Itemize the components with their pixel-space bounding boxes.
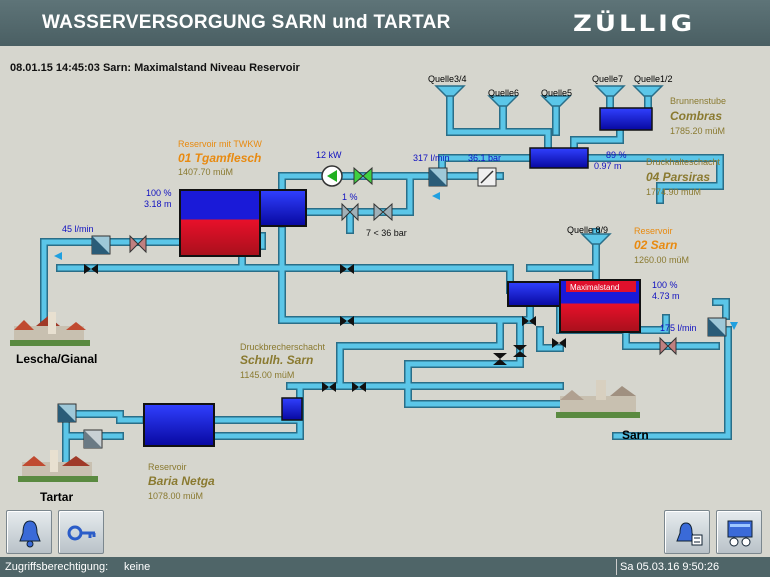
config-icon — [727, 520, 753, 547]
source-funnels — [434, 85, 664, 245]
sarn-flow: 175 l/min — [660, 323, 697, 333]
sarn-name: 02 Sarn — [634, 238, 677, 252]
village-lescha-label: Lescha/Gianal — [16, 352, 97, 366]
schulh-type: Druckbrecherschacht — [240, 342, 326, 352]
lescha-flow-direction-icon — [54, 252, 62, 260]
village-tartar-icon — [18, 450, 98, 482]
valve-opening: 1 % — [342, 192, 358, 202]
village-sarn-label: Sarn — [622, 428, 649, 442]
alarm-list-button[interactable] — [664, 510, 710, 554]
combras-tank[interactable] — [599, 107, 653, 131]
turbine-power: 12 kW — [316, 150, 342, 160]
clock: Sa 05.03.16 9:50:26 — [616, 559, 719, 575]
tgamflesch-level-pct: 100 % — [146, 188, 172, 198]
combras-type: Brunnenstube — [670, 96, 726, 106]
status-bar: Zugriffsberechtigung: keine Sa 05.03.16 … — [0, 557, 770, 577]
tgamflesch-type: Reservoir mit TWKW — [178, 139, 262, 149]
config-button[interactable] — [716, 510, 762, 554]
sarn-alarm-badge — [566, 281, 636, 292]
bariagetga-name: Baria Netga — [148, 474, 215, 488]
page-title: WASSERVERSORGUNG SARN und TARTAR — [42, 12, 451, 33]
alarm-bell-list-icon — [676, 522, 703, 546]
flow-direction-icon — [432, 192, 440, 200]
source-label-q7: Quelle7 — [592, 74, 623, 84]
parsiras-tank[interactable] — [529, 147, 589, 169]
parsiras-type: Druckhalteschacht — [646, 157, 721, 167]
valve-green-icon[interactable] — [353, 166, 373, 186]
lescha-valve-icon[interactable] — [129, 234, 147, 254]
source-label-q6: Quelle6 — [488, 88, 519, 98]
permission-label: Zugriffsberechtigung: — [5, 561, 109, 573]
login-button[interactable] — [58, 510, 104, 554]
key-icon — [67, 525, 96, 541]
isolation-valves[interactable] — [84, 264, 566, 392]
sarn-level-m: 4.73 m — [652, 291, 680, 301]
village-lescha-icon — [10, 312, 90, 346]
village-sarn-icon — [556, 380, 640, 418]
pressure-reducer-icon[interactable] — [373, 202, 393, 222]
bariagetga-elevation: 1078.00 müM — [148, 491, 203, 501]
sarn-valve-icon[interactable] — [659, 336, 677, 356]
main-pressure: 36.1 bar — [468, 153, 501, 163]
tgamflesch-elevation: 1407.70 müM — [178, 167, 233, 177]
alarm-message[interactable]: 08.01.15 14:45:03 Sarn: Maximalstand Niv… — [10, 62, 300, 74]
permission-value: keine — [124, 561, 151, 573]
schulh-elevation: 1145.00 müM — [240, 370, 294, 380]
bell-button[interactable] — [6, 510, 52, 554]
tgamflesch-name: 01 Tgamflesch — [178, 151, 261, 165]
village-tartar-label: Tartar — [40, 490, 73, 504]
parsiras-elevation: 1774.90 müM — [646, 187, 701, 197]
sarn-type: Reservoir — [634, 226, 673, 236]
parsiras-name: 04 Parsiras — [646, 170, 710, 184]
lescha-flow: 45 l/min — [62, 224, 94, 234]
parsiras-level-pct: 89 % — [606, 150, 627, 160]
tgamflesch-level-m: 3.18 m — [144, 199, 172, 209]
sarn-flow-direction-icon — [730, 322, 738, 330]
sarn-elevation: 1260.00 müM — [634, 255, 689, 265]
sarn-alarm-text: Maximalstand — [570, 283, 619, 292]
tgamflesch-reservoir[interactable] — [179, 189, 261, 257]
tgamflesch-chamber[interactable] — [259, 189, 307, 227]
bell-icon — [19, 520, 41, 548]
process-diagram: Quelle3/4 Quelle6 Quelle5 Quelle7 Quelle… — [10, 74, 738, 504]
combras-name: Combras — [670, 109, 722, 123]
sarn-chamber[interactable] — [507, 281, 561, 307]
schulh-name: Schulh. Sarn — [240, 353, 313, 367]
bariagetga-type: Reservoir — [148, 462, 187, 472]
bariagetga-reservoir[interactable] — [143, 403, 215, 447]
parsiras-level-m: 0.97 m — [594, 161, 622, 171]
source-label-q89: Quelle 8/9 — [567, 225, 608, 235]
sarn-level-pct: 100 % — [652, 280, 678, 290]
source-label-q5: Quelle5 — [541, 88, 572, 98]
source-label-q34: Quelle3/4 — [428, 74, 467, 84]
combras-elevation: 1785.20 müM — [670, 126, 725, 136]
pressure-range: 7 < 36 bar — [366, 228, 407, 238]
control-valve-icon[interactable] — [341, 202, 359, 222]
main-flow: 317 l/min — [413, 153, 450, 163]
source-label-q12: Quelle1/2 — [634, 74, 673, 84]
header-bar: WASSERVERSORGUNG SARN und TARTAR ZÜLLIG — [0, 0, 770, 46]
schulh-tank[interactable] — [281, 397, 303, 421]
brand-logo: ZÜLLIG — [573, 11, 696, 37]
